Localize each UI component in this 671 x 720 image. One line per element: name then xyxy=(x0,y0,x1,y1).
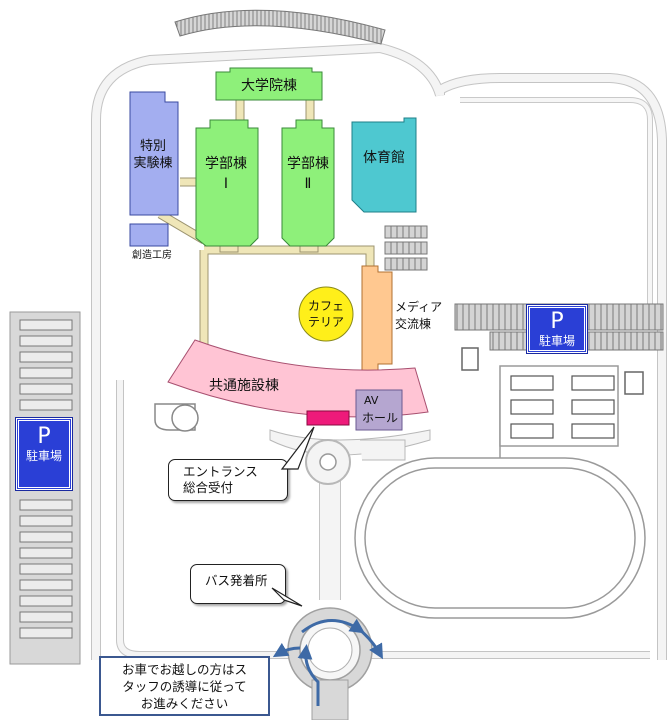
cafeteria-label-1: カフェ xyxy=(308,299,344,313)
left-parking-p: P xyxy=(37,424,51,449)
entrance-callout-pointer xyxy=(280,426,315,470)
driver-notice: お車でお越しの方はス タッフの誘導に従って お進みください xyxy=(99,656,270,716)
notice-line1: お車でお越しの方はス xyxy=(121,662,247,677)
special-lab-label-1: 特別 xyxy=(140,139,166,154)
left-parking-sign[interactable]: P 駐車場 xyxy=(15,417,73,491)
special-lab-building[interactable]: 特別 実験棟 xyxy=(129,91,179,216)
bus-stop-callout-pointer xyxy=(271,587,303,607)
media-label-1: メディア xyxy=(395,299,442,314)
common-facility-label: 共通施設棟 xyxy=(209,378,279,394)
faculty-1-label-1: 学部棟 xyxy=(205,156,247,172)
entrance-roundabout xyxy=(269,429,431,485)
faculty-2-label-1: 学部棟 xyxy=(287,156,329,172)
gymnasium-building[interactable]: 体育館 xyxy=(351,117,417,213)
media-building[interactable]: メディア 交流棟 xyxy=(361,265,442,381)
right-parking-p: P xyxy=(550,309,564,334)
entrance-callout-line2: 総合受付 xyxy=(183,480,234,495)
faculty-1-label-2: Ⅰ xyxy=(224,176,228,192)
bottom-roundabout xyxy=(287,607,373,720)
av-label-2: ホール xyxy=(362,411,398,425)
notice-line3: お進みください xyxy=(140,696,229,711)
bus-stop-callout: バス発着所 xyxy=(190,564,286,604)
notice-line2: タッフの誘導に従って xyxy=(122,679,247,694)
av-hall-building[interactable]: AV ホール xyxy=(355,389,403,431)
graduate-school-building[interactable]: 大学院棟 xyxy=(215,67,323,101)
graduate-school-label: 大学院棟 xyxy=(241,78,297,94)
av-label-1: AV xyxy=(364,394,379,407)
right-parking-label: 駐車場 xyxy=(538,334,575,348)
faculty-building-1[interactable]: 学部棟 Ⅰ xyxy=(195,119,259,247)
right-parking-sign[interactable]: P 駐車場 xyxy=(526,304,588,354)
cafeteria-building[interactable]: カフェ テリア xyxy=(298,286,354,342)
sports-fields xyxy=(154,347,646,619)
top-parking-strip xyxy=(174,9,386,45)
cafeteria-label-2: テリア xyxy=(308,315,344,329)
faculty-2-label-2: Ⅱ xyxy=(305,176,312,192)
traffic-arrows xyxy=(272,618,383,706)
left-parking-label: 駐車場 xyxy=(25,449,62,463)
entrance-callout: エントランス 総合受付 xyxy=(168,459,288,501)
faculty-building-2[interactable]: 学部棟 Ⅱ xyxy=(281,119,335,247)
workshop-label: 創造工房 xyxy=(132,248,172,261)
special-lab-label-2: 実験棟 xyxy=(133,155,172,171)
bus-stop-callout-text: バス発着所 xyxy=(205,573,268,588)
media-label-2: 交流棟 xyxy=(395,316,431,331)
gymnasium-label: 体育館 xyxy=(363,149,405,166)
workshop-building[interactable]: 創造工房 xyxy=(129,223,172,261)
entrance-marker[interactable] xyxy=(306,410,350,426)
campus-walkway xyxy=(157,177,375,345)
right-parking-strip xyxy=(384,225,664,351)
entrance-callout-line1: エントランス xyxy=(183,464,258,479)
